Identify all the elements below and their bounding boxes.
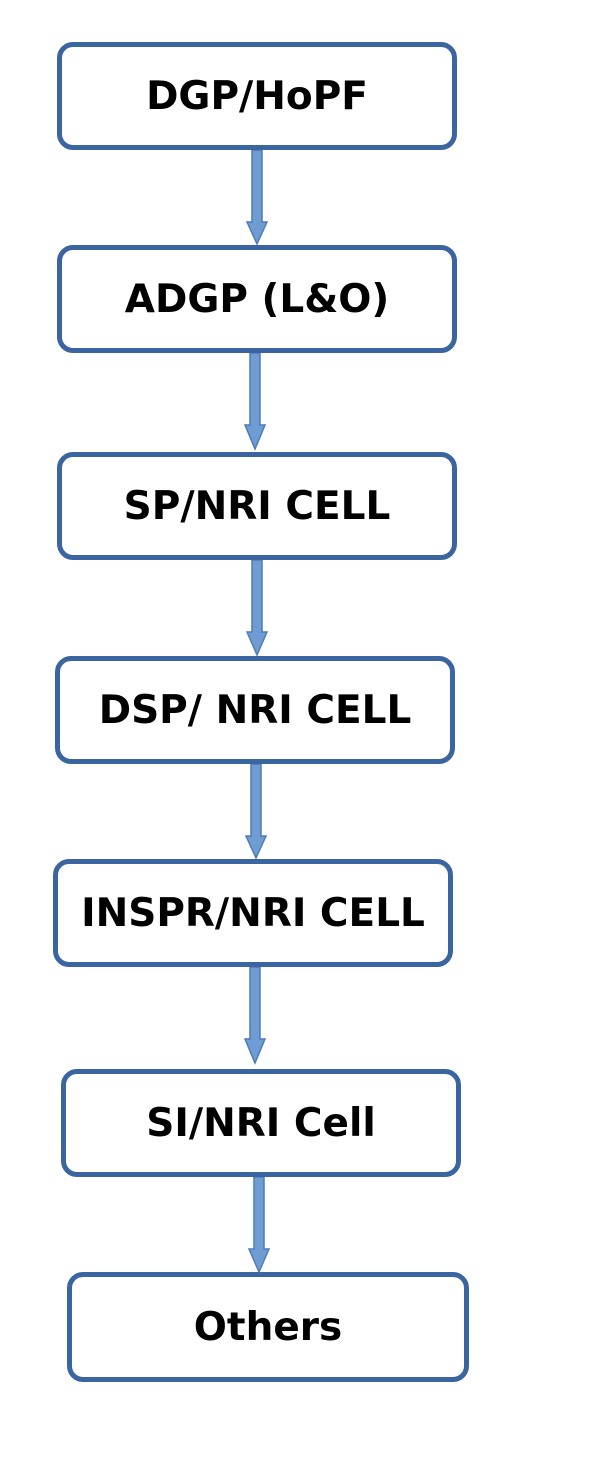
arrow-down-icon — [245, 560, 269, 657]
node-others: Others — [67, 1272, 469, 1382]
node-inspr-nri-cell: INSPR/NRI CELL — [53, 859, 453, 967]
arrow-down-icon — [245, 150, 269, 246]
node-label: ADGP (L&O) — [124, 276, 390, 322]
arrow-down-icon — [243, 353, 267, 451]
node-sp-nri-cell: SP/NRI CELL — [57, 452, 457, 560]
arrow-down-icon — [243, 967, 267, 1065]
node-label: SI/NRI Cell — [146, 1100, 376, 1146]
node-label: SP/NRI CELL — [123, 483, 391, 529]
node-label: INSPR/NRI CELL — [81, 890, 425, 936]
node-dgp-hopf: DGP/HoPF — [57, 42, 457, 150]
arrow-down-icon — [244, 764, 268, 860]
node-label: DSP/ NRI CELL — [98, 687, 412, 733]
node-adgp: ADGP (L&O) — [57, 245, 457, 353]
node-si-nri-cell: SI/NRI Cell — [61, 1069, 461, 1177]
node-dsp-nri-cell: DSP/ NRI CELL — [55, 656, 455, 764]
node-label: Others — [193, 1304, 343, 1350]
node-label: DGP/HoPF — [146, 73, 368, 119]
arrow-down-icon — [247, 1177, 271, 1274]
